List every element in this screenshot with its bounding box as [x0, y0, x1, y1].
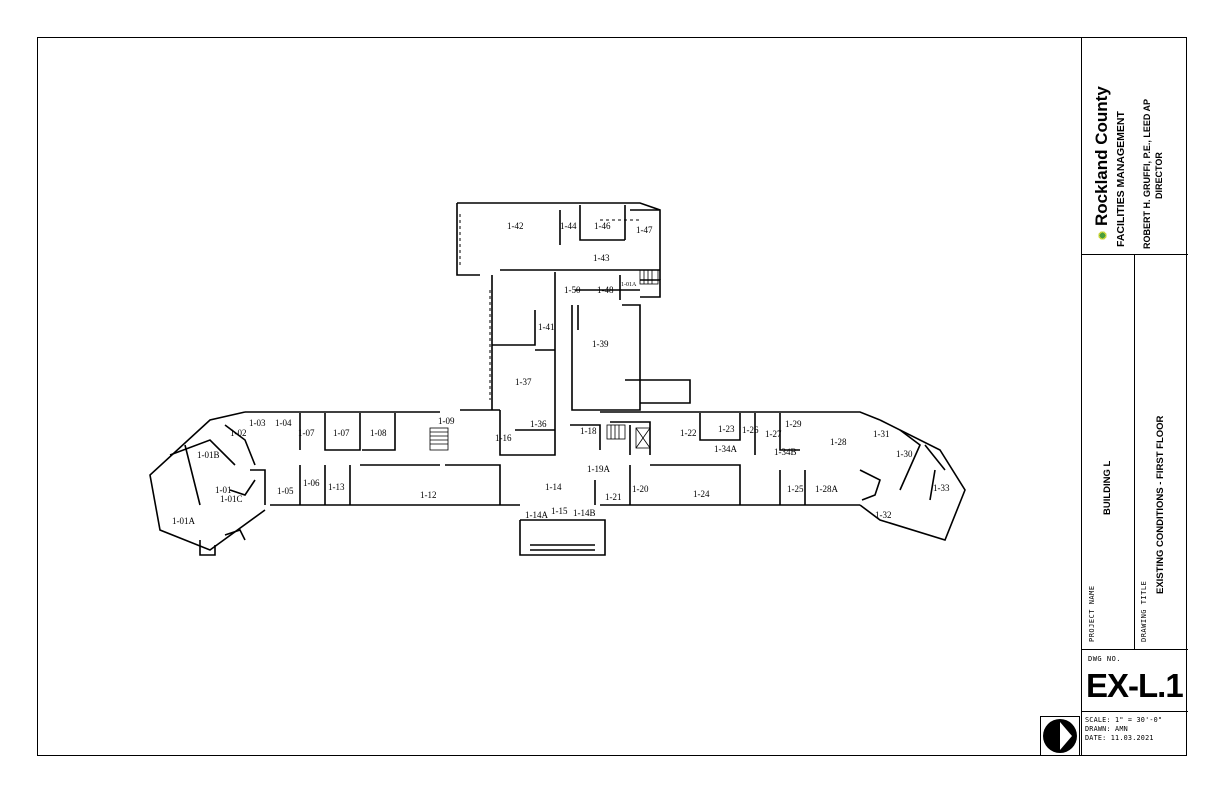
room-label: 1-46 — [594, 221, 611, 231]
date-text: DATE: 11.03.2021 — [1085, 734, 1154, 742]
room-label: 1-41 — [538, 322, 555, 332]
drawn-by-text: DRAWN: AMN — [1085, 725, 1128, 733]
room-label: 1-05 — [277, 486, 294, 496]
room-label: 1-31 — [873, 429, 890, 439]
room-label: 1-03 — [249, 418, 266, 428]
room-label: 1-27 — [765, 429, 782, 439]
room-label: 1-09 — [438, 416, 455, 426]
room-label: 1-01A — [621, 282, 637, 288]
logo-mark-icon — [1095, 229, 1109, 242]
room-label: 1-28 — [830, 437, 847, 447]
room-label: 1-47 — [636, 225, 653, 235]
room-label: 1-02 — [230, 428, 247, 438]
divider — [1082, 649, 1188, 650]
dwg-number: EX-L.1 — [1086, 667, 1184, 704]
room-label: 1-24 — [693, 489, 710, 499]
room-label: 1-32 — [875, 510, 892, 520]
room-label: 1-33 — [933, 483, 950, 493]
drawing-title-label: DRAWING TITLE — [1140, 580, 1148, 642]
room-label: 1-25 — [787, 484, 804, 494]
project-name-label: PROJECT NAME — [1088, 585, 1096, 642]
room-label: 1-29 — [785, 419, 802, 429]
logo: Rockland County — [1092, 86, 1112, 242]
room-label: 1-01A — [172, 516, 195, 526]
drawing-title: EXISTING CONDITIONS - FIRST FLOOR — [1155, 415, 1166, 594]
scale-text: SCALE: 1" = 30'-0" — [1085, 716, 1163, 724]
org-name: Rockland County — [1092, 86, 1111, 226]
room-label: 1-37 — [515, 377, 532, 387]
floor-plan: 1-42 1-44 1-46 1-47 1-43 1-01A 1-50 1-48… — [149, 202, 966, 556]
room-label: 1-08 — [370, 428, 387, 438]
room-label: 1-14 — [545, 482, 562, 492]
room-label: 1-19A — [587, 464, 610, 474]
room-label: 1-22 — [680, 428, 697, 438]
title-block: Rockland County FACILITIES MANAGEMENT RO… — [1081, 37, 1188, 756]
room-label: 1-06 — [303, 478, 320, 488]
room-label: 1-04 — [275, 418, 292, 428]
director-name: ROBERT H. GRUFFI, P.E., LEED AP — [1142, 98, 1152, 249]
dwg-no-label: DWG NO. — [1088, 655, 1122, 663]
divider — [1134, 254, 1135, 649]
room-label: 1-12 — [420, 490, 437, 500]
room-label: 1-36 — [530, 419, 547, 429]
project-name: BUILDING L — [1102, 460, 1113, 515]
org-dept: FACILITIES MANAGEMENT — [1115, 111, 1127, 247]
room-label: 1-39 — [592, 339, 609, 349]
drawing-meta: SCALE: 1" = 30'-0" DRAWN: AMN DATE: 11.0… — [1085, 716, 1162, 743]
room-label: 1-07 — [333, 428, 350, 438]
north-arrow-icon — [1040, 716, 1080, 756]
room-label: 1-07 — [298, 428, 315, 438]
room-label: 1-48 — [597, 285, 614, 295]
room-label: 1-26 — [742, 425, 759, 435]
room-label: 1-21 — [605, 492, 622, 502]
org-block: Rockland County FACILITIES MANAGEMENT RO… — [1082, 37, 1188, 254]
director-title: DIRECTOR — [1154, 152, 1164, 199]
room-label: 1-44 — [560, 221, 577, 231]
room-label: 1-20 — [632, 484, 649, 494]
room-label: 1-43 — [593, 253, 610, 263]
divider — [1082, 254, 1188, 255]
room-label: 1-23 — [718, 424, 735, 434]
room-label: 1-18 — [580, 426, 597, 436]
room-label: 1-42 — [507, 221, 524, 231]
divider — [1082, 711, 1188, 712]
room-label: 1-50 — [564, 285, 581, 295]
drawing-sheet-border — [37, 37, 1187, 756]
room-label: 1-01B — [197, 450, 220, 460]
room-label: 1-14B — [573, 508, 596, 518]
room-label: 1-01C — [220, 494, 243, 504]
room-label: 1-16 — [495, 433, 512, 443]
room-label: 1-13 — [328, 482, 345, 492]
room-label: 1-28A — [815, 484, 838, 494]
room-label: 1-15 — [551, 506, 568, 516]
room-label: 1-14A — [525, 510, 548, 520]
room-labels: 1-42 1-44 1-46 1-47 1-43 1-01A 1-50 1-48… — [172, 221, 950, 526]
room-label: 1-30 — [896, 449, 913, 459]
room-label: 1-34B — [774, 447, 797, 457]
room-label: 1-01 — [215, 485, 232, 495]
room-label: 1-34A — [714, 444, 737, 454]
